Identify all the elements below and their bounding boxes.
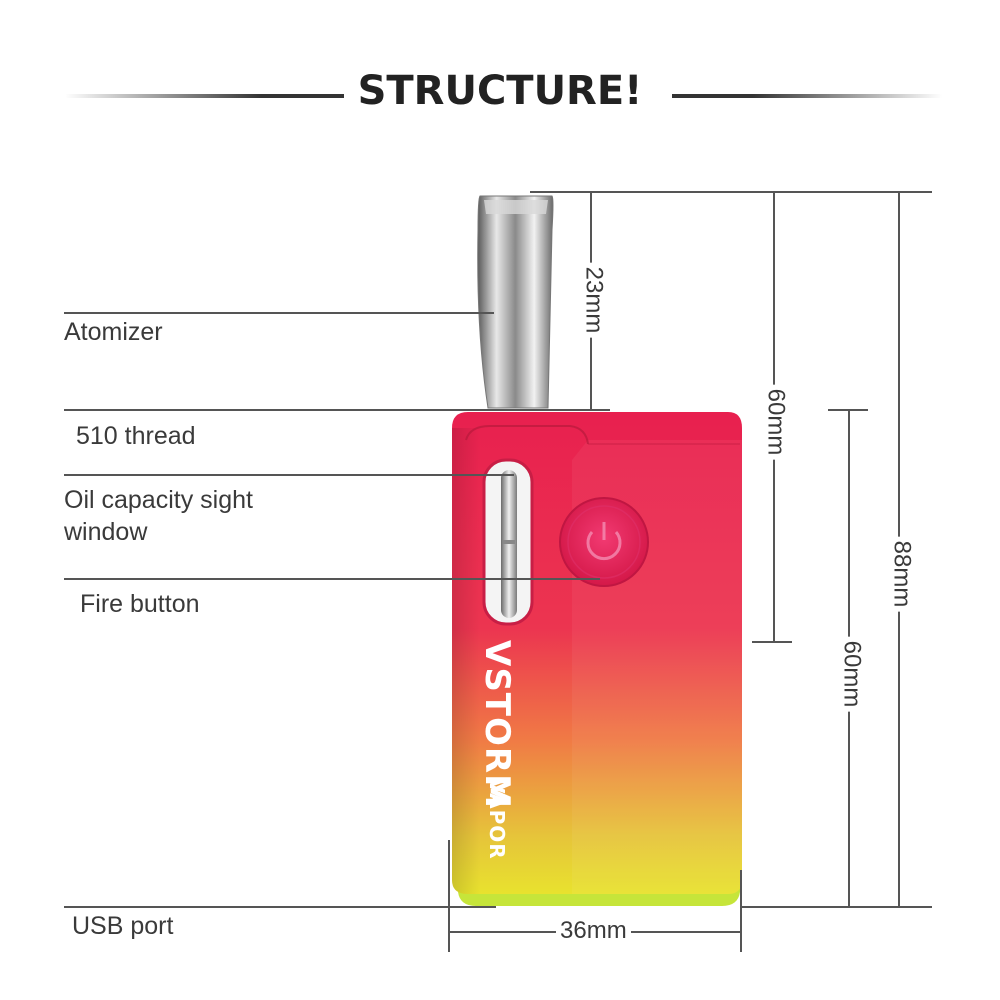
dim-23mm-label: 23mm bbox=[579, 263, 607, 338]
thread-label: 510 thread bbox=[76, 420, 196, 452]
thread-callout-line bbox=[64, 409, 610, 411]
dim-88mm-label: 88mm bbox=[887, 537, 915, 612]
atomizer-callout-line bbox=[64, 312, 494, 314]
fire-button-callout-line bbox=[64, 578, 600, 580]
dim-lower-60mm-label: 60mm bbox=[837, 637, 865, 712]
brand-sub: VAPOR bbox=[485, 778, 509, 860]
fire-button-graphic bbox=[560, 498, 648, 586]
dim-36mm-label: 36mm bbox=[556, 917, 631, 945]
fire-button-label: Fire button bbox=[80, 588, 200, 620]
dim-36mm-right-tick bbox=[740, 870, 742, 952]
atomizer-label: Atomizer bbox=[64, 316, 163, 348]
atomizer-mouthpiece bbox=[478, 196, 553, 408]
usb-port-callout-line bbox=[64, 906, 496, 908]
sight-window-label-line2: window bbox=[64, 516, 147, 548]
sight-window-label-line1: Oil capacity sight bbox=[64, 484, 253, 516]
sight-window-callout-line bbox=[64, 474, 514, 476]
dim-36mm-left-tick bbox=[448, 840, 450, 952]
dim-bottom-reference bbox=[740, 906, 932, 908]
dim-upper-60mm-label: 60mm bbox=[761, 385, 789, 460]
dim-upper-60mm-end bbox=[752, 641, 792, 643]
usb-port-label: USB port bbox=[72, 910, 173, 942]
